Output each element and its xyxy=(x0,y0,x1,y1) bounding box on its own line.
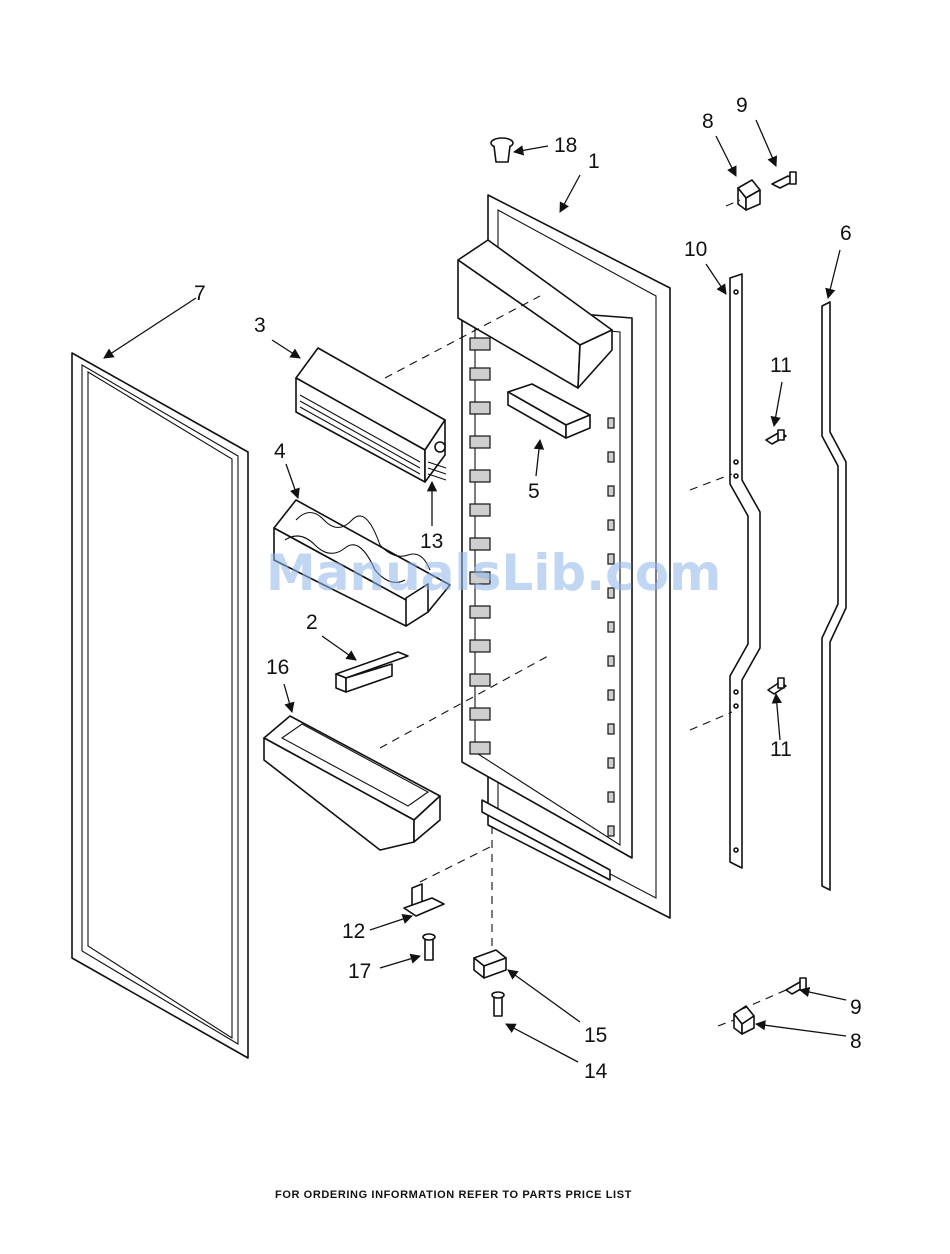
part-11-screw-lower xyxy=(768,678,786,694)
callout-11-upper: 11 xyxy=(770,354,792,377)
part-2-clip xyxy=(336,652,408,692)
part-14-screw xyxy=(492,992,504,1016)
part-9-screw-top xyxy=(772,172,796,188)
part-17-screw xyxy=(423,934,435,960)
callout-16: 16 xyxy=(266,656,289,679)
part-3-dairy-cover xyxy=(296,348,445,482)
part-7-door-gasket xyxy=(72,353,248,1058)
callout-8-bottom: 8 xyxy=(850,1030,862,1053)
callout-2: 2 xyxy=(306,611,318,634)
callout-1: 1 xyxy=(588,150,600,173)
callout-10: 10 xyxy=(684,238,707,261)
part-9-screw-bottom xyxy=(786,978,806,994)
watermark: ManualsLib.com xyxy=(266,544,721,602)
callout-3: 3 xyxy=(254,314,266,337)
footer-note: FOR ORDERING INFORMATION REFER TO PARTS … xyxy=(275,1189,632,1201)
part-11-screw-upper xyxy=(766,430,786,444)
callout-18: 18 xyxy=(554,134,577,157)
part-15-door-stop xyxy=(474,950,506,978)
part-8-hinge-cap-top xyxy=(738,180,760,210)
part-16-door-bin xyxy=(264,716,440,850)
callout-13: 13 xyxy=(420,530,443,553)
part-18-plug xyxy=(491,138,513,162)
callout-9-top: 9 xyxy=(736,94,748,117)
callout-4: 4 xyxy=(274,440,286,463)
callout-6: 6 xyxy=(840,222,852,245)
part-8-hinge-cap-bottom xyxy=(734,1006,754,1034)
callout-12: 12 xyxy=(342,920,365,943)
callout-11-lower: 11 xyxy=(770,738,792,761)
callout-8-top: 8 xyxy=(702,110,714,133)
callout-9-bottom: 9 xyxy=(850,996,862,1019)
callout-7: 7 xyxy=(194,282,206,305)
callout-5: 5 xyxy=(528,480,540,503)
callout-14: 14 xyxy=(584,1060,608,1083)
callout-15: 15 xyxy=(584,1024,607,1047)
callout-17: 17 xyxy=(348,960,371,983)
part-10-hinge-rail xyxy=(730,274,760,868)
part-6-trim-strip xyxy=(822,302,846,890)
part-12-hinge-bracket xyxy=(404,884,444,916)
